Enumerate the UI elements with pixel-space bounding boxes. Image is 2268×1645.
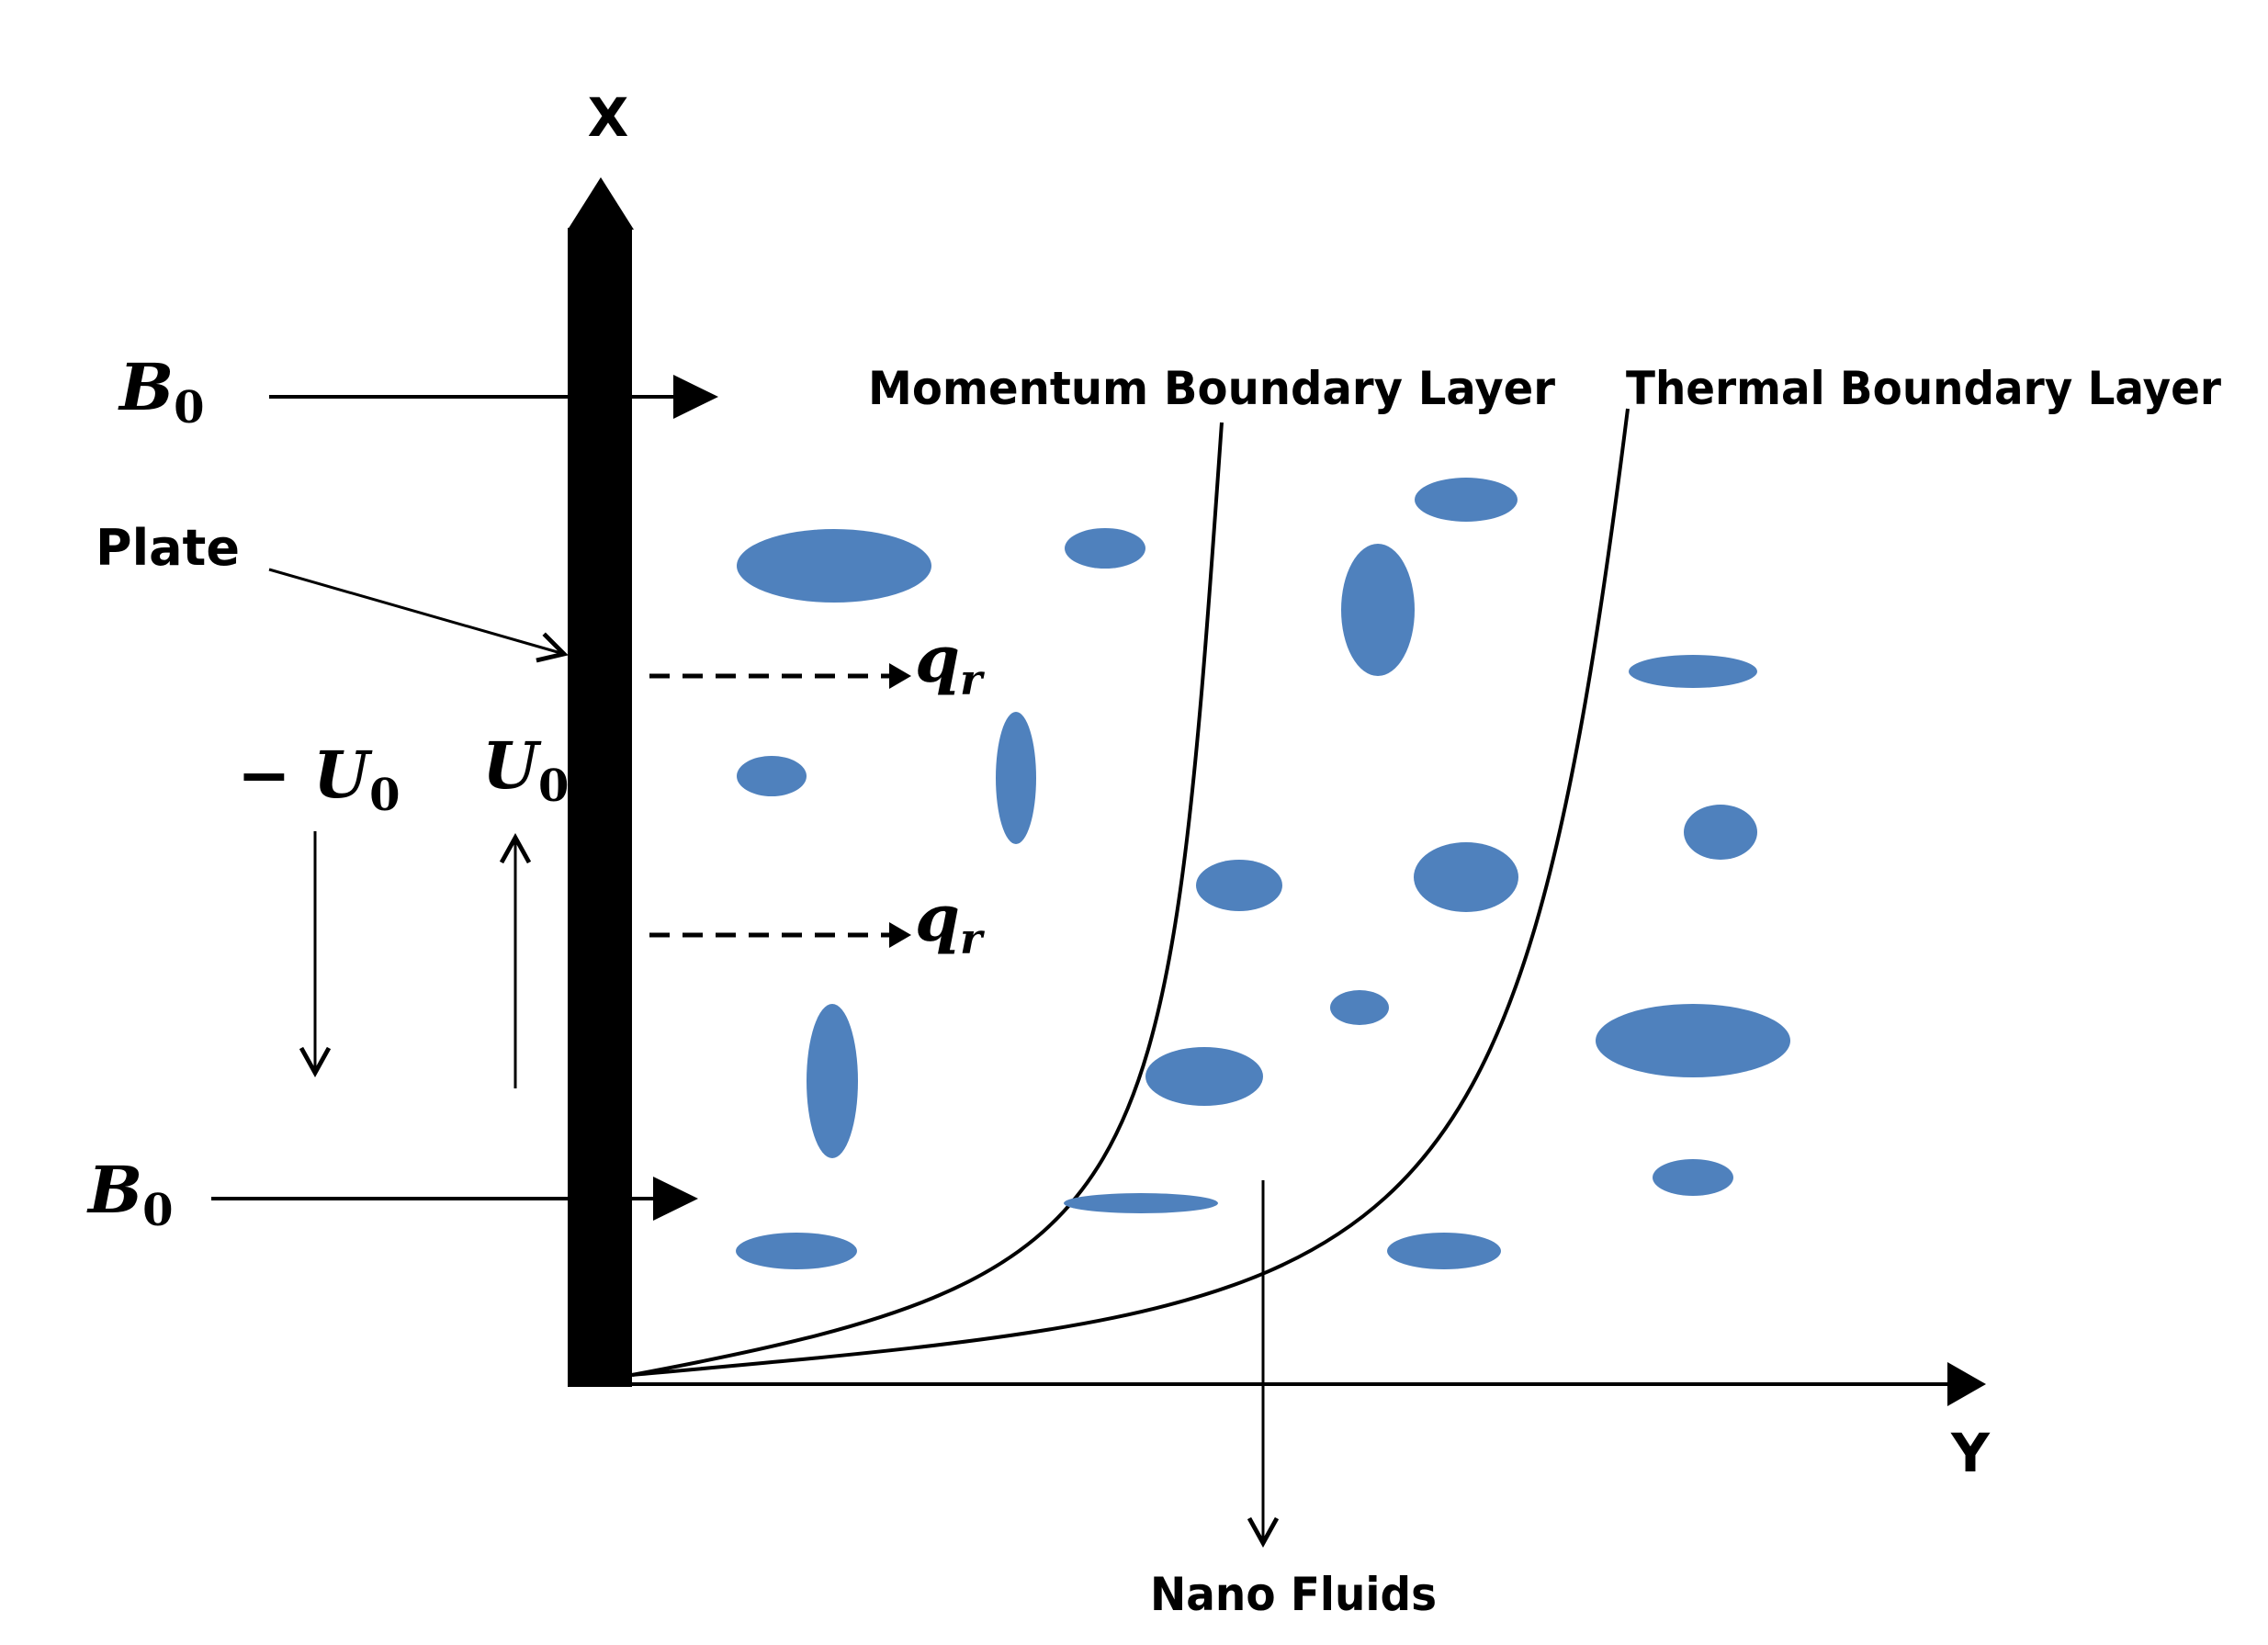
nanoparticle <box>1330 990 1389 1025</box>
nanoparticles <box>736 478 1790 1269</box>
nanoparticle <box>736 1233 857 1269</box>
magnetic-field-label-bottom: B0 <box>86 1152 174 1236</box>
nano-fluids-label: Nano Fluids <box>1150 1568 1437 1621</box>
y-axis-arrowhead <box>1947 1362 1986 1406</box>
momentum-boundary-layer-label: Momentum Boundary Layer <box>868 362 1555 415</box>
radiative-flux-label-bottom: qr <box>915 880 986 963</box>
y-axis-label: Y <box>1950 1422 1991 1484</box>
radiative-flux-label-top: qr <box>915 621 986 704</box>
velocity-down-label: − U0 <box>237 737 400 821</box>
radiative-flux-arrowhead-top <box>889 663 911 689</box>
magnetic-field-arrowhead-bottom <box>653 1177 698 1221</box>
nanoparticle <box>1341 544 1415 676</box>
thermal-boundary-layer-curve <box>631 408 1630 1377</box>
nanoparticle <box>1415 478 1518 522</box>
x-axis-label: X <box>588 86 629 149</box>
nanoparticle <box>1596 1004 1790 1077</box>
nanoparticle <box>1414 842 1518 912</box>
nanoparticle <box>737 756 807 796</box>
nanoparticle <box>1629 655 1757 688</box>
plate <box>568 228 632 1387</box>
plate-label: Plate <box>96 519 240 577</box>
nanoparticle <box>807 1004 858 1158</box>
nanoparticle <box>1653 1159 1733 1196</box>
nanoparticle <box>1064 1193 1218 1213</box>
plate-pointer-arrow <box>268 568 569 663</box>
nanoparticle <box>996 712 1036 844</box>
nanoparticle <box>1145 1047 1263 1106</box>
momentum-boundary-layer-curve <box>631 422 1224 1377</box>
velocity-up-label: U0 <box>482 727 569 812</box>
x-axis-arrowhead <box>568 177 634 230</box>
magnetic-field-label-top: B0 <box>118 349 205 434</box>
magnetic-field-arrowhead-top <box>673 375 718 419</box>
nanoparticle <box>737 529 931 603</box>
thermal-boundary-layer-label: Thermal Boundary Layer <box>1626 362 2221 415</box>
nanoparticle <box>1065 528 1145 569</box>
nanoparticle <box>1684 805 1757 860</box>
radiative-flux-arrowhead-bottom <box>889 922 911 948</box>
nanoparticle <box>1387 1233 1501 1269</box>
nanoparticle <box>1196 860 1282 911</box>
